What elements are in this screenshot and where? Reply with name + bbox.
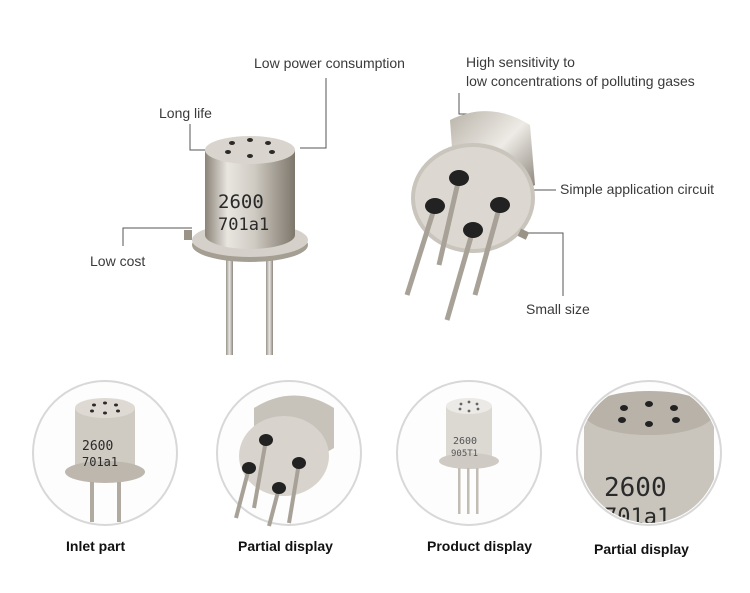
thumbnail-inlet-part: 2600 701a1 bbox=[32, 380, 178, 526]
caption-partial-display-1: Partial display bbox=[238, 538, 333, 554]
svg-text:2600: 2600 bbox=[82, 439, 113, 454]
sensor-marking-line1: 2600 bbox=[218, 191, 264, 213]
thumbnail-partial-display-2: 2600 701a1 bbox=[576, 380, 722, 526]
thumbnail-partial-display-1 bbox=[216, 380, 362, 527]
caption-inlet-part: Inlet part bbox=[66, 538, 126, 554]
svg-text:2600: 2600 bbox=[604, 473, 667, 503]
caption-partial-display-2: Partial display bbox=[594, 541, 689, 557]
callout-long-life: Long life bbox=[159, 105, 212, 121]
callout-high-sensitivity-line2: low concentrations of polluting gases bbox=[466, 73, 695, 89]
product-marking-line2: 905T1 bbox=[451, 449, 478, 459]
caption-product-display: Product display bbox=[427, 538, 533, 554]
callout-high-sensitivity-line1: High sensitivity to bbox=[466, 54, 575, 70]
thumbnail-product-display: 2600 905T1 bbox=[396, 380, 542, 526]
callout-small-size: Small size bbox=[526, 301, 590, 317]
callout-low-cost: Low cost bbox=[90, 253, 146, 269]
callout-low-power: Low power consumption bbox=[254, 55, 405, 71]
product-marking-line1: 2600 bbox=[453, 436, 477, 447]
svg-text:701a1: 701a1 bbox=[82, 455, 118, 469]
callout-simple-circuit: Simple application circuit bbox=[560, 181, 715, 197]
sensor-top-view-image: 2600 701a1 bbox=[184, 136, 308, 355]
sensor-bottom-view-image bbox=[404, 111, 535, 321]
sensor-marking-line2: 701a1 bbox=[218, 215, 269, 235]
